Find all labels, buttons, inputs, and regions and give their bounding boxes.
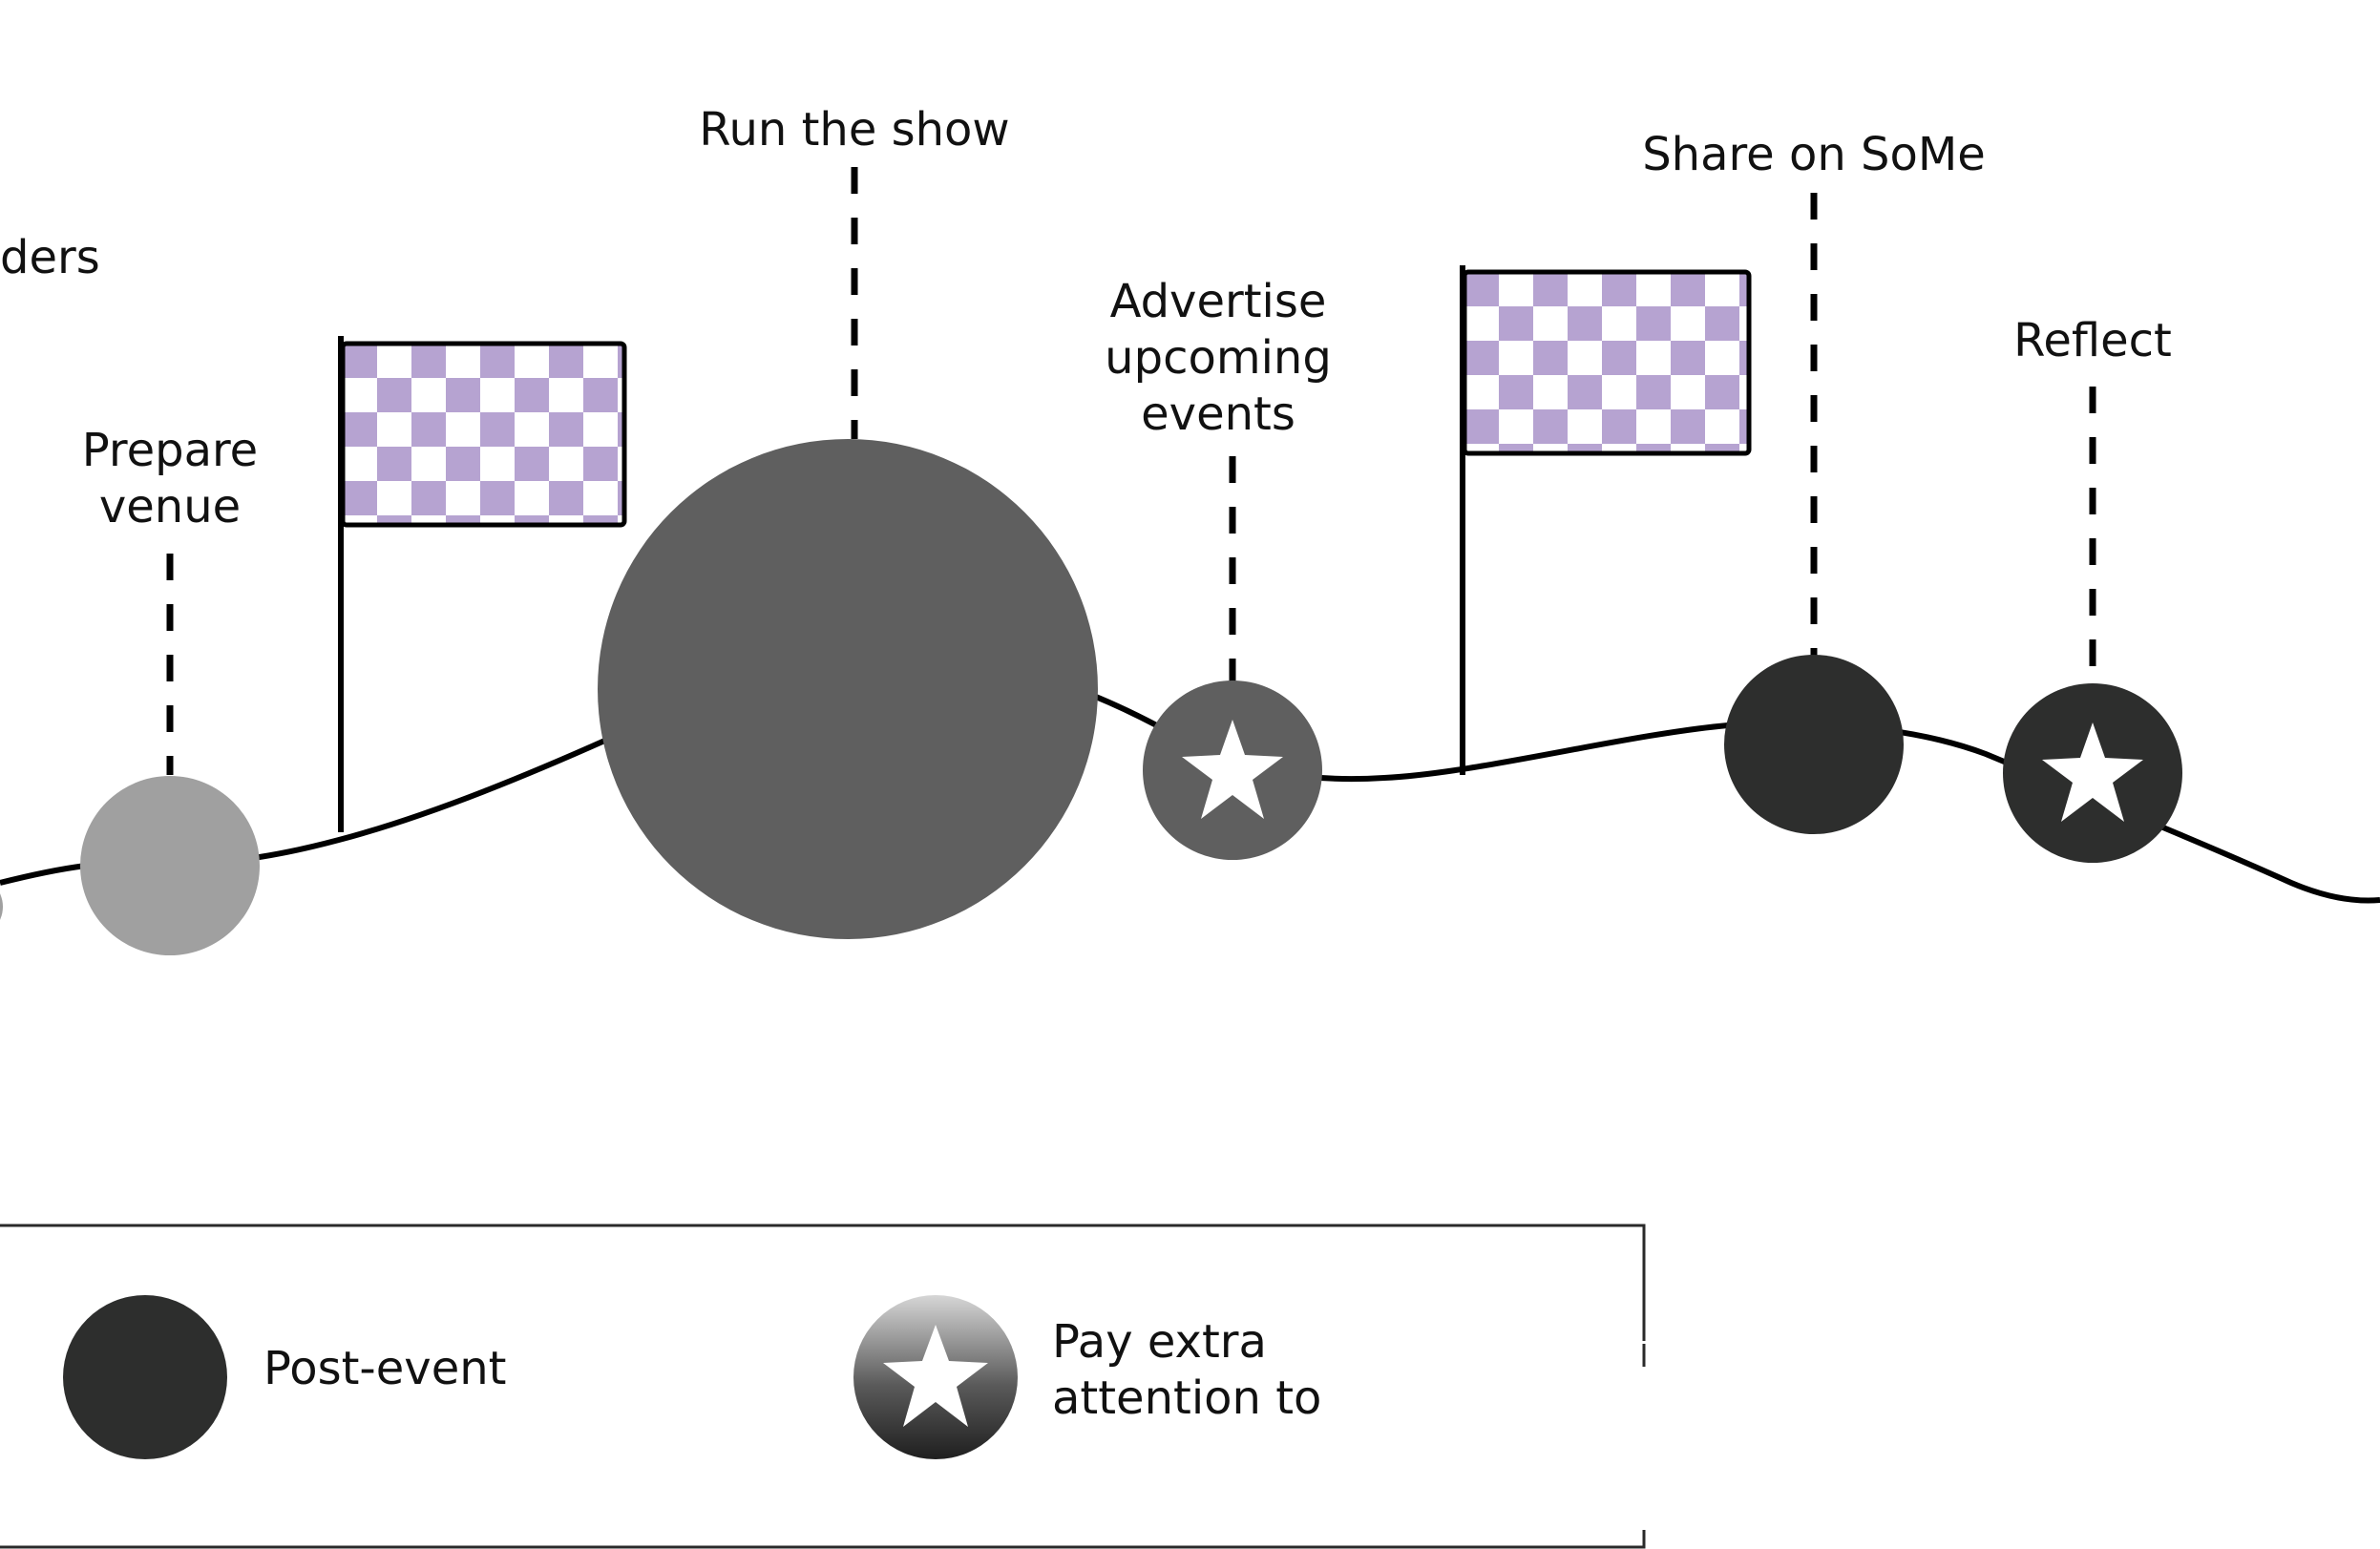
flag-2-banner [1462,269,1752,456]
prepare-venue-circle [80,776,260,955]
star-icon [883,1325,988,1427]
star-icon [2042,722,2143,822]
prepare-venue-label-line1: Prepare [82,424,258,477]
reflect-label: Reflect [2013,314,2172,367]
legend-post-event-icon [63,1295,227,1459]
legend-attention-label-line2: attention to [1052,1371,1321,1425]
legend-attention-label-line1: Pay extra [1052,1315,1267,1369]
legend-post-event-label: Post-event [263,1342,506,1395]
milestone-advertise-upcoming-events: Advertise upcoming events [1105,275,1332,860]
prepare-venue-label-line2: venue [99,480,241,534]
advertise-label-line1: Advertise [1110,275,1327,328]
share-on-some-label: Share on SoMe [1642,128,1986,181]
advertise-label-line3: events [1141,387,1295,441]
partial-milestone-circle [0,893,3,920]
legend: Post-event Pay extra attention to [0,1224,1646,1549]
checkered-flag-2 [1460,265,1752,775]
run-the-show-label: Run the show [699,103,1009,157]
checkered-flag-1 [338,336,627,832]
flag-1-banner [340,341,627,528]
share-on-some-circle [1724,655,1904,834]
legend-border [0,1224,1646,1549]
milestone-reflect: Reflect [2003,314,2182,863]
run-the-show-circle [598,439,1098,939]
milestone-prepare-venue: Prepare venue [80,424,260,955]
advertise-label-line2: upcoming [1105,331,1332,385]
star-icon [1182,720,1283,819]
milestone-share-on-some: Share on SoMe [1642,128,1986,834]
partial-milestone-label: ders [0,231,100,284]
milestone-run-the-show: Run the show [598,103,1098,939]
